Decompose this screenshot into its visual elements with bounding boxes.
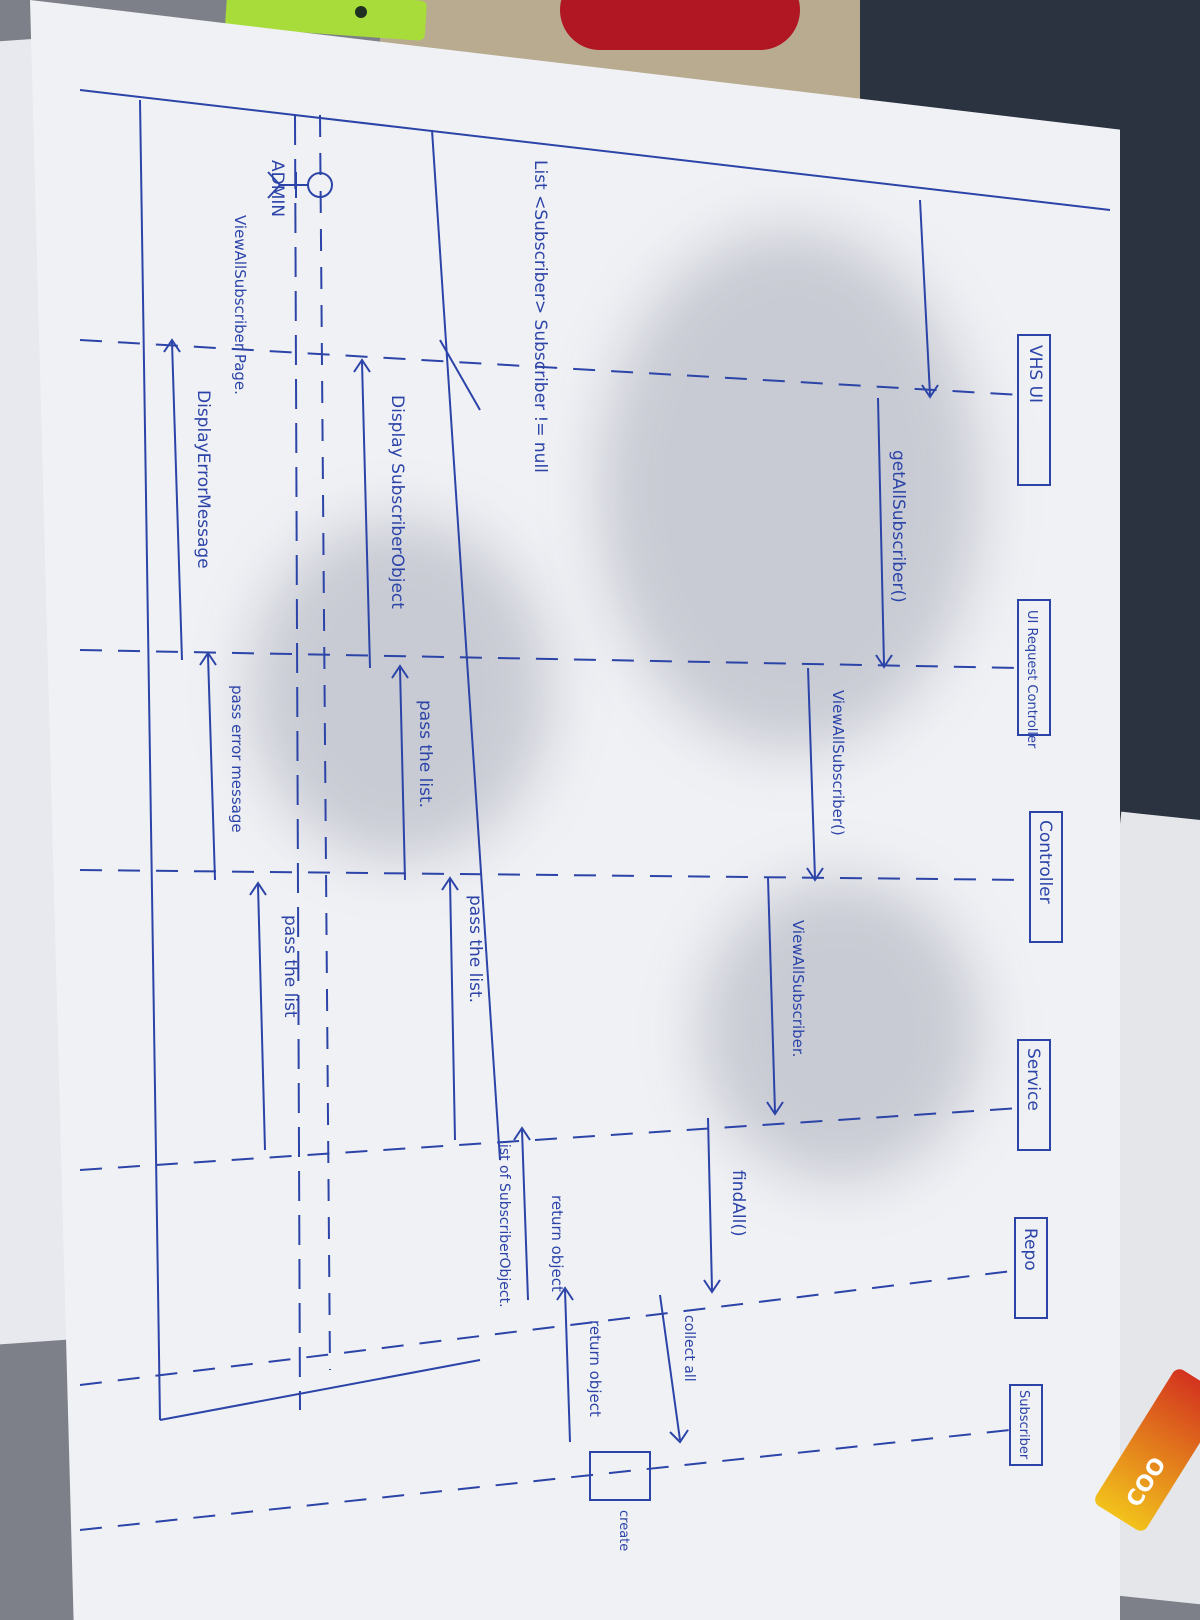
arrow-head bbox=[669, 1429, 689, 1444]
message-m4: ViewAllSubscriber. bbox=[789, 920, 807, 1057]
message-m9: list of SubscriberObject. bbox=[496, 1140, 512, 1308]
self-call-create bbox=[589, 1451, 651, 1501]
message-m16: DisplayErrorMessage bbox=[193, 390, 213, 569]
lifeline-label-subscriber: Subscriber bbox=[1016, 1390, 1031, 1460]
arrow-head bbox=[163, 338, 181, 353]
arrow-m11 bbox=[449, 879, 456, 1141]
arrow-m4 bbox=[767, 877, 776, 1113]
message-m1: ViewAllSubscriber Page. bbox=[231, 215, 249, 395]
message-m6: collect all bbox=[681, 1315, 697, 1382]
arrow-head bbox=[766, 1101, 784, 1116]
arrow-m3 bbox=[807, 667, 816, 879]
message-m15: pass error message bbox=[228, 685, 246, 833]
lifeline-box-controller bbox=[1029, 811, 1063, 943]
arrow-head bbox=[441, 876, 459, 891]
lifeline-label-ui-request-controller: UI Request Controller bbox=[1024, 610, 1039, 749]
arrow-m8 bbox=[564, 1289, 571, 1443]
arrow-m10 bbox=[521, 1129, 529, 1301]
arrow-head bbox=[199, 651, 217, 666]
lifeline-label-vhs-ui: VHS UI bbox=[1025, 345, 1045, 403]
lifeline-box-service bbox=[1017, 1039, 1051, 1151]
arrow-head bbox=[391, 664, 409, 679]
actor-icon bbox=[267, 171, 333, 199]
frame-left-line bbox=[139, 99, 161, 1421]
frame-top-line bbox=[79, 89, 1111, 211]
lifeline-service bbox=[79, 1107, 1021, 1171]
lifeline-subscriber bbox=[79, 1429, 1011, 1531]
lifeline-box-vhs-ui bbox=[1017, 334, 1051, 486]
lifeline-label-controller: Controller bbox=[1035, 820, 1055, 904]
message-m2: getAllSubscriber() bbox=[888, 450, 908, 603]
actor-label: ADMIN bbox=[267, 160, 287, 217]
inner-frame-line bbox=[431, 129, 501, 1161]
frame-bottom-line bbox=[159, 1359, 481, 1421]
red-object bbox=[560, 0, 800, 50]
arrow-m12 bbox=[399, 667, 406, 881]
message-m13: Display SubscriberObject bbox=[387, 395, 407, 609]
message-m10: return object bbox=[548, 1195, 566, 1292]
arrow-head bbox=[703, 1279, 721, 1294]
paper-sheet bbox=[30, 0, 1120, 1620]
message-m8: return object bbox=[586, 1320, 604, 1417]
arrow-head bbox=[249, 881, 267, 896]
lifeline-ui-request-controller bbox=[79, 649, 1021, 669]
lifeline-box-ui-request-controller bbox=[1017, 599, 1051, 736]
arrow-m16 bbox=[171, 341, 183, 661]
message-m5: findAll() bbox=[728, 1170, 748, 1237]
shadow bbox=[600, 230, 980, 750]
message-m12: pass the list. bbox=[415, 700, 435, 808]
message-m7: create bbox=[616, 1510, 631, 1551]
lifeline-repo bbox=[79, 1269, 1021, 1386]
shadow bbox=[700, 880, 980, 1180]
arrow-head bbox=[921, 384, 939, 399]
lifeline-vhs-ui bbox=[79, 339, 1021, 396]
message-m3: ViewAllSubscriber() bbox=[829, 690, 847, 836]
lifeline-box-subscriber bbox=[1009, 1384, 1043, 1466]
arrow-head bbox=[513, 1126, 531, 1141]
message-m14: pass the list bbox=[280, 915, 300, 1018]
lifeline-label-service: Service bbox=[1023, 1048, 1043, 1111]
lifeline-box-repo bbox=[1014, 1217, 1048, 1319]
arrow-m6 bbox=[659, 1294, 681, 1441]
arrow-head bbox=[806, 867, 824, 882]
lifeline-actor bbox=[294, 114, 301, 1411]
arrow-head bbox=[875, 654, 893, 669]
arrow-head bbox=[556, 1286, 574, 1301]
alt-divider bbox=[439, 339, 481, 411]
arrow-m1 bbox=[919, 199, 931, 396]
arrow-m14 bbox=[257, 884, 266, 1151]
arrow-m13 bbox=[361, 361, 371, 669]
lifeline-vertical-1 bbox=[319, 114, 331, 1371]
guard-condition: List <Subscriber> Subscriber != null bbox=[530, 160, 550, 473]
lifeline-controller bbox=[79, 869, 1031, 881]
message-m11: pass the list. bbox=[465, 895, 485, 1003]
arrow-m5 bbox=[707, 1117, 713, 1291]
arrow-head bbox=[353, 358, 371, 373]
lifeline-label-repo: Repo bbox=[1020, 1228, 1040, 1271]
arrow-m15 bbox=[207, 654, 216, 881]
arrow-m2 bbox=[877, 397, 885, 666]
clip-hole bbox=[355, 6, 367, 18]
